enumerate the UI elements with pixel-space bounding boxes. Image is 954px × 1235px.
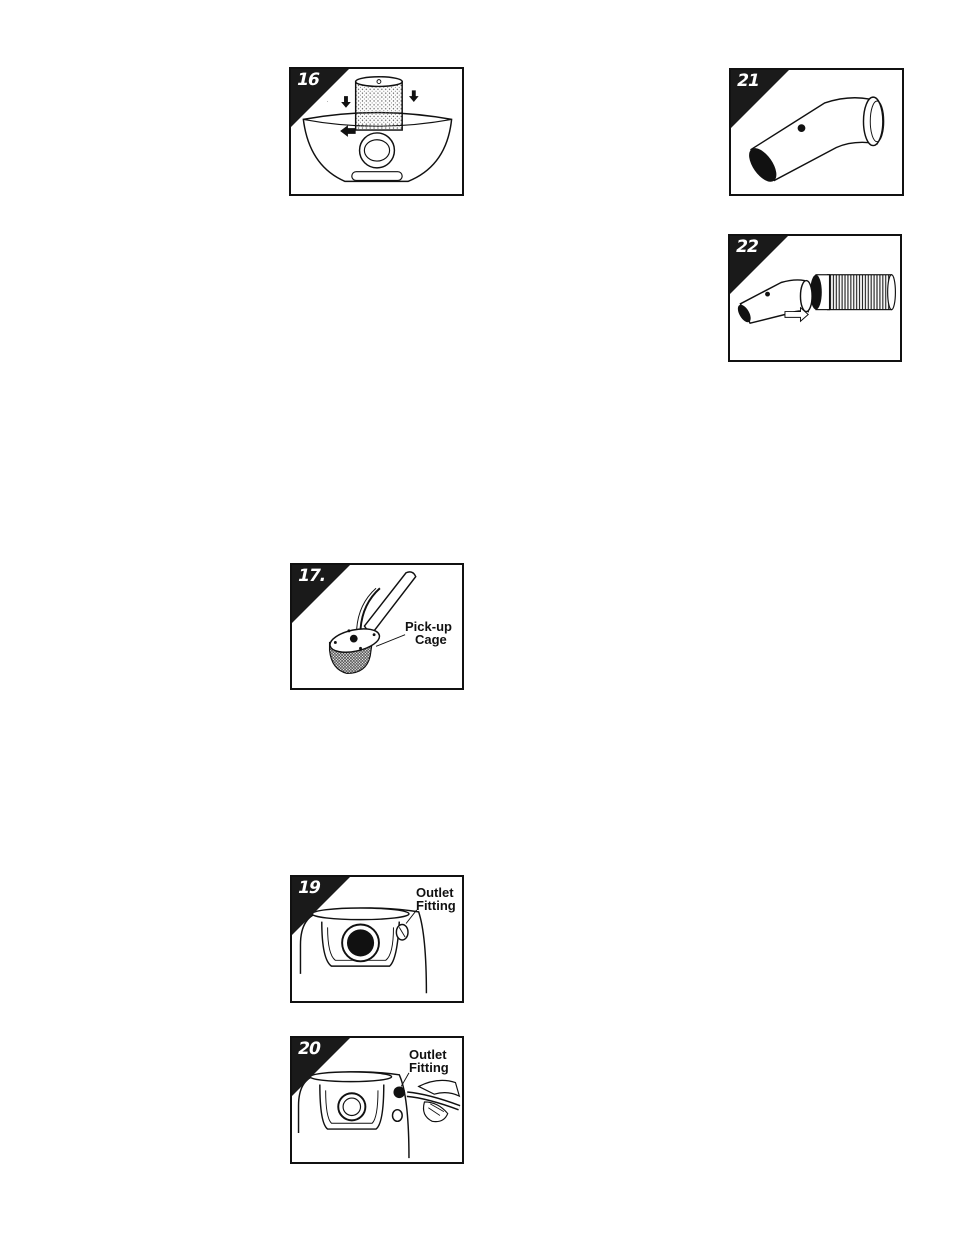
figure-22: 22 <box>728 234 902 362</box>
figure-16: . 16 <box>289 67 464 196</box>
figure-21: 21 <box>729 68 904 196</box>
figure-number: 16 <box>295 70 321 90</box>
figure-19: 19 Outlet Fitting <box>290 875 464 1003</box>
figure-number: 17. <box>296 566 327 586</box>
figure-number: 19 <box>296 878 322 898</box>
outlet-fitting-label: Outlet Fitting <box>416 886 456 912</box>
figure-number: 21 <box>735 71 761 91</box>
figure-20: 20 Outlet Fitting <box>290 1036 464 1164</box>
svg-text:.: . <box>327 97 329 104</box>
figure-number: 20 <box>296 1039 322 1059</box>
outlet-fitting-label: Outlet Fitting <box>409 1048 449 1074</box>
pickup-cage-label: Pick-up Cage <box>405 620 452 646</box>
figure-number: 22 <box>734 237 760 257</box>
figure-17: 17. Pick-up Cage <box>290 563 464 690</box>
